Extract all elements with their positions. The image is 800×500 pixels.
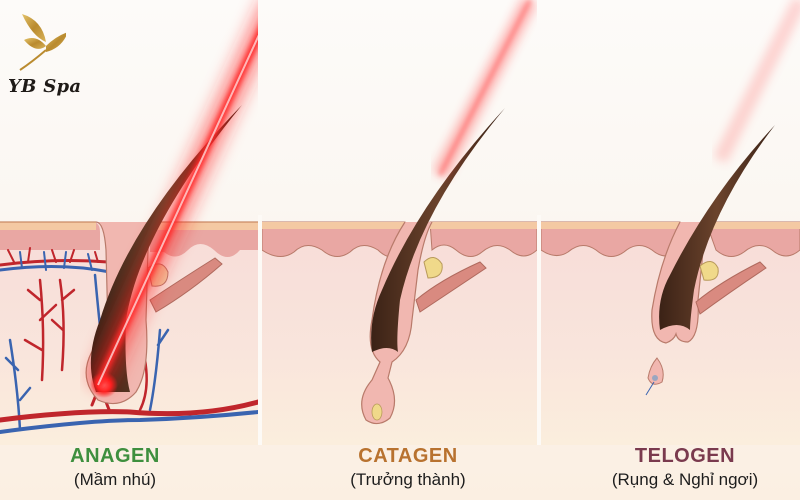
laser-beam-telogen [713,0,800,164]
panel-anagen [0,10,258,445]
phase-title-telogen: TELOGEN [634,445,736,467]
brand-name: YB Spa [8,76,82,97]
brand-logo [6,6,96,106]
label-anagen: ANAGEN (Mầm nhú) [15,445,215,491]
phase-subtitle-catagen: (Trưởng thành) [350,470,466,489]
phase-subtitle-telogen: (Rụng & Nghỉ ngơi) [611,470,759,489]
panel-catagen [262,0,537,445]
phase-title-anagen: ANAGEN [70,445,160,467]
phase-subtitle-anagen: (Mầm nhú) [73,470,157,489]
label-telogen: TELOGEN (Rụng & Nghỉ ngơi) [585,445,785,491]
label-catagen: CATAGEN (Trưởng thành) [308,445,508,491]
phase-title-catagen: CATAGEN [358,445,458,467]
panel-telogen [541,0,800,445]
laser-beam-catagen [432,0,537,179]
golden-butterfly-icon [19,14,68,71]
laser-beam-anagen [88,10,258,390]
